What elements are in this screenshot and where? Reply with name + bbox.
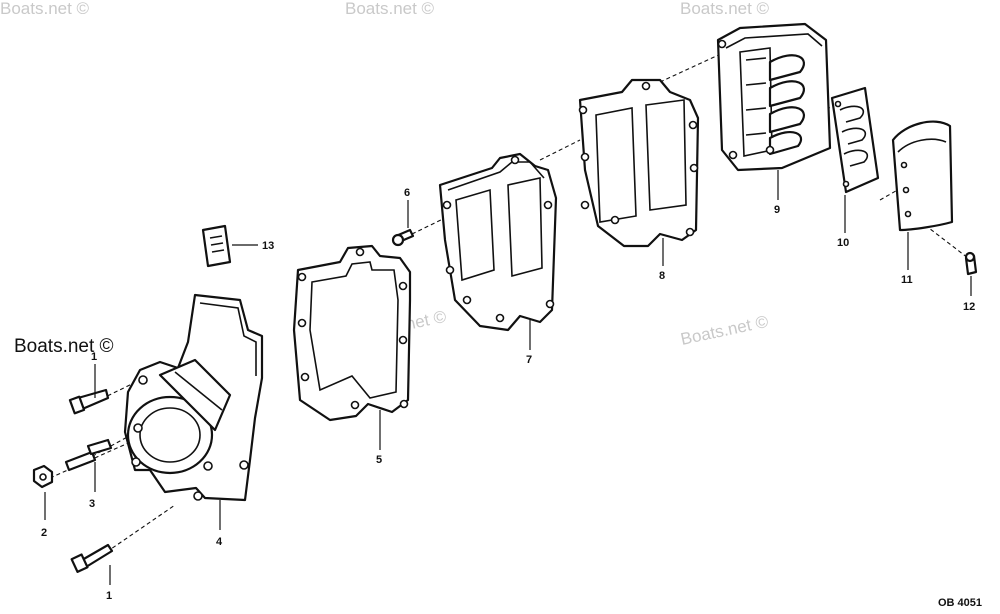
watermark-text: Boats.net © [0,0,90,18]
callout-5: 5 [376,454,382,466]
callout-13: 13 [262,240,274,252]
callout-4: 4 [216,536,223,548]
watermark-text: Boats.net © [345,0,435,18]
part-8-gasket [578,78,700,248]
callout-1-upper: 1 [91,351,97,363]
part-7-plate [438,152,558,332]
watermark-text: Boats.net © [680,0,770,18]
watermark-main: Boats.net © [14,336,114,357]
callout-3: 3 [89,498,95,510]
leader-lines [44,170,972,585]
callout-1-lower: 1 [106,590,112,602]
part-12-screw [964,251,978,276]
part-1-bolt-upper [68,388,110,415]
drawing-code: OB 4051 [938,597,982,609]
part-6-screw [391,228,415,247]
part-11-reed-stop [891,120,954,232]
part-4-adapter-housing [123,293,264,502]
callout-labels: 1 2 3 4 1 5 6 7 8 9 10 11 12 13 [41,187,975,602]
callout-8: 8 [659,270,665,282]
part-2-nut [32,464,54,489]
part-5-gasket [292,244,412,422]
part-1-bolt-lower [70,543,114,573]
callout-9: 9 [774,204,780,216]
callout-7: 7 [526,354,532,366]
watermark-text: Boats.net © [679,312,771,349]
callout-6: 6 [404,187,410,199]
part-10-reed-petal [830,86,880,194]
part-3-stud [64,438,113,472]
callout-2: 2 [41,527,47,539]
callout-12: 12 [963,301,975,313]
callout-11: 11 [901,274,913,286]
callout-10: 10 [837,237,849,249]
part-9-reed-block [716,22,832,172]
part-13-label-decal [201,224,258,268]
